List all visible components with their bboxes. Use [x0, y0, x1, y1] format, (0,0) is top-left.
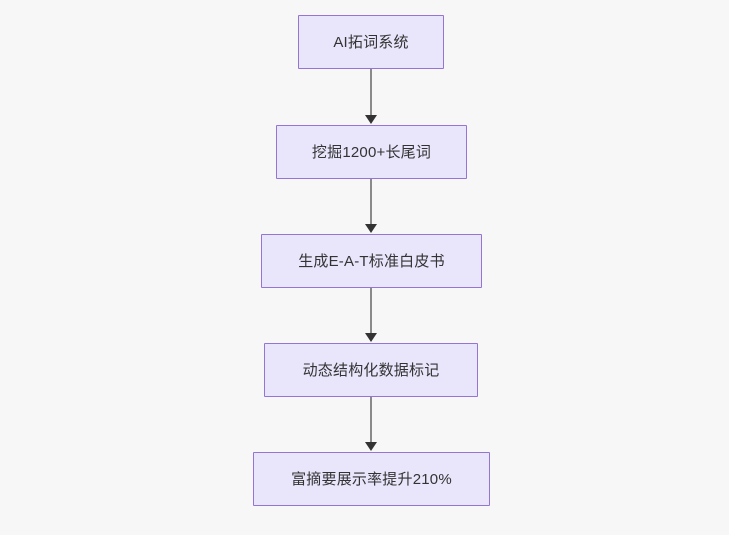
flow-node-rich-snippet-impression-uplift[interactable]: 富摘要展示率提升210% [253, 452, 490, 506]
arrowhead-icon [365, 333, 377, 342]
flow-node-ai-keyword-system[interactable]: AI拓词系统 [298, 15, 444, 69]
arrowhead-icon [365, 442, 377, 451]
flow-node-label: 生成E-A-T标准白皮书 [298, 252, 445, 270]
flow-node-generate-eat-whitepaper[interactable]: 生成E-A-T标准白皮书 [261, 234, 482, 288]
flow-node-label: 挖掘1200+长尾词 [311, 143, 432, 161]
flow-node-dynamic-structured-data-markup[interactable]: 动态结构化数据标记 [264, 343, 478, 397]
flow-edge-n0-n1 [370, 69, 372, 117]
flow-node-label: 富摘要展示率提升210% [291, 470, 452, 488]
arrowhead-icon [365, 115, 377, 124]
flow-node-mine-longtail-keywords[interactable]: 挖掘1200+长尾词 [276, 125, 467, 179]
flow-node-label: 动态结构化数据标记 [302, 361, 440, 379]
flow-edge-n1-n2 [370, 179, 372, 226]
flow-node-label: AI拓词系统 [333, 33, 409, 51]
flow-edge-n3-n4 [370, 397, 372, 444]
flow-edge-n2-n3 [370, 288, 372, 335]
arrowhead-icon [365, 224, 377, 233]
